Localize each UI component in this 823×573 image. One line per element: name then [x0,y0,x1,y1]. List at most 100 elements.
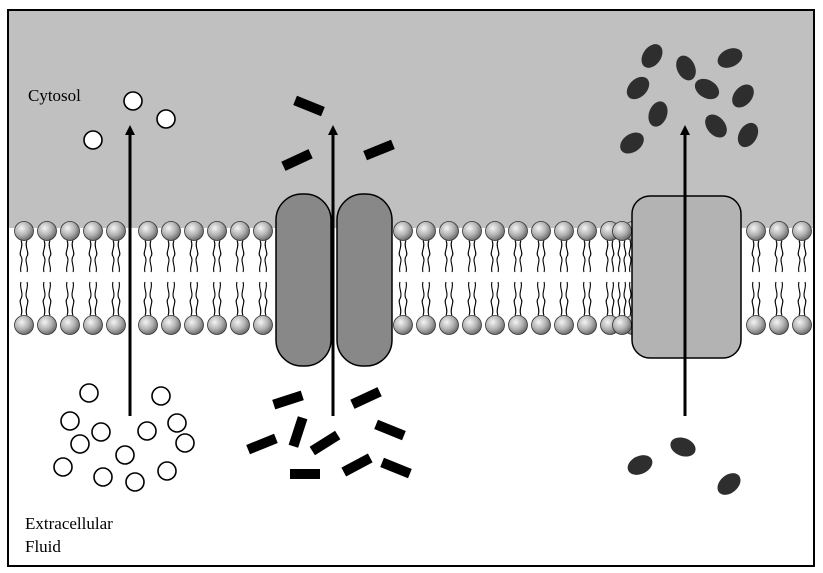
lipid-head [83,315,103,335]
lipid-head [184,315,204,335]
lipid-head [60,315,80,335]
ellipse-solute [648,101,668,127]
ellipse-solute [694,78,720,100]
lipid-head [485,315,505,335]
bar-solute [363,139,395,161]
bar-solute [293,95,325,117]
circle-solute [83,130,103,150]
ellipse-solute [641,44,663,68]
phospholipid [207,221,227,335]
ellipse-solute [737,122,759,148]
phospholipid [83,221,103,335]
ellipse-solute [732,84,754,108]
lipid-head [746,221,766,241]
phospholipid [508,221,528,335]
lipid-head [508,221,528,241]
phospholipid [746,221,766,335]
circle-solute [157,461,177,481]
lipid-head [416,221,436,241]
lipid-head [554,221,574,241]
bar-solutes [246,95,412,479]
lipid-head [14,221,34,241]
ellipse-solute [717,473,741,495]
lipid-head [792,221,812,241]
phospholipid [462,221,482,335]
phospholipid [769,221,789,335]
ellipse-solute [626,76,650,100]
lipid-head [769,315,789,335]
phospholipid [161,221,181,335]
circle-solute [115,445,135,465]
lipid-head [253,221,273,241]
bar-solute [341,453,373,477]
lipid-head [531,315,551,335]
circle-solute [93,467,113,487]
bar-solute [309,430,341,456]
ellipse-solute [627,455,653,475]
lipid-head [60,221,80,241]
lipid-head [439,221,459,241]
lipid-head [485,221,505,241]
circle-solutes [53,91,195,492]
bar-solute [290,469,320,479]
lipid-head [207,315,227,335]
bar-solute [272,390,304,410]
lipid-head [161,315,181,335]
phospholipid [612,221,632,335]
lipid-head [393,315,413,335]
circle-solute [123,91,143,111]
bar-solute [281,149,313,171]
phospholipid [60,221,80,335]
lipid-head [106,221,126,241]
phospholipid [230,221,250,335]
phospholipid [138,221,158,335]
phospholipid [393,221,413,335]
lipid-head [184,221,204,241]
phospholipid [577,221,597,335]
phospholipid [106,221,126,335]
lipid-head [161,221,181,241]
lipid-head [577,315,597,335]
ellipse-solute [705,114,727,138]
lipid-head [207,221,227,241]
bar-solute [380,457,412,479]
bar-solute [374,419,406,441]
phospholipid [439,221,459,335]
cytosol-region [8,10,814,228]
lipid-head [577,221,597,241]
lipid-head [138,315,158,335]
lipid-head [508,315,528,335]
lipid-head [37,221,57,241]
circle-solute [125,472,145,492]
fluid-label: Fluid [25,537,61,556]
ellipse-solute [620,132,644,154]
phospholipid [14,221,34,335]
lipid-head [746,315,766,335]
phospholipid [37,221,57,335]
lipid-head [612,221,632,241]
circle-solute [175,433,195,453]
lipid-head [14,315,34,335]
lipid-head [554,315,574,335]
ellipse-solutes [620,44,759,495]
phospholipid [184,221,204,335]
lipid-head [37,315,57,335]
bar-solute [350,387,382,409]
extracellular-label: Extracellular [25,514,113,533]
lipid-head [106,315,126,335]
lipid-head [230,221,250,241]
circle-solute [156,109,176,129]
phospholipid [792,221,812,335]
circle-solute [167,413,187,433]
ellipse-solute [676,55,696,81]
lipid-head [792,315,812,335]
circle-solute [79,383,99,403]
lipid-head [393,221,413,241]
lipid-head [83,221,103,241]
phospholipid [485,221,505,335]
lipid-head [138,221,158,241]
lipid-head [531,221,551,241]
lipid-head [769,221,789,241]
lipid-head [253,315,273,335]
